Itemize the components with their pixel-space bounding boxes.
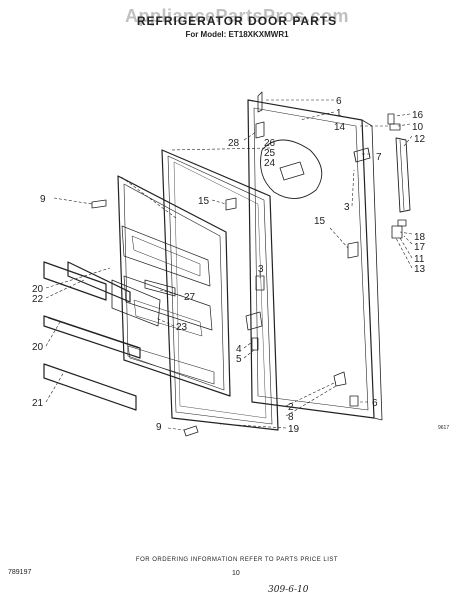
callout-13: 13 (414, 264, 426, 275)
callout-6-bottom: 6 (372, 398, 378, 409)
callout-10: 10 (412, 122, 424, 133)
shelf-20-top (43, 261, 107, 301)
callout-5: 5 (236, 354, 242, 365)
callout-15-right: 15 (314, 216, 326, 227)
callout-8: 8 (288, 412, 294, 423)
callout-22: 22 (32, 294, 44, 305)
callout-3-center: 3 (258, 264, 264, 275)
callout-9-top: 9 (40, 194, 46, 205)
callout-2: 2 (288, 402, 294, 413)
door-gasket (161, 149, 279, 431)
callout-14: 14 (334, 122, 346, 133)
callout-26: 26 (264, 138, 276, 149)
callout-18: 18 (414, 232, 426, 243)
figure-code: 9617 (438, 425, 450, 431)
page-number: 10 (232, 570, 240, 577)
model-subtitle: For Model: ET18XKXMWR1 (185, 30, 289, 39)
callout-12: 12 (414, 134, 426, 145)
callout-20-top: 20 (32, 284, 44, 295)
callout-16: 16 (412, 110, 424, 121)
callout-7: 7 (376, 152, 382, 163)
rack-21 (43, 363, 137, 411)
callout-24: 24 (264, 158, 276, 169)
bin-cover-23 (111, 279, 161, 327)
page-title: REFRIGERATOR DOOR PARTS (136, 14, 338, 28)
callout-27: 27 (184, 292, 196, 303)
ordering-footnote: FOR ORDERING INFORMATION REFER TO PARTS … (135, 557, 339, 563)
hinge-bracket (395, 137, 411, 213)
watermark: AppliancePartsPros.com (124, 6, 350, 26)
handwritten-note: 309-6-10 (268, 585, 309, 595)
callout-19: 19 (288, 424, 300, 435)
callout-1: 1 (336, 108, 342, 119)
callout-15-left: 15 (198, 196, 210, 207)
callout-17: 17 (414, 242, 426, 253)
rack-20-middle (43, 315, 141, 359)
shelf-22 (67, 261, 131, 303)
inner-door-liner (117, 175, 231, 397)
callout-25: 25 (264, 148, 276, 159)
callout-28: 28 (228, 138, 240, 149)
callout-9-bottom: 9 (156, 422, 162, 433)
document-code: 789197 (8, 569, 32, 576)
callout-20-middle: 20 (32, 342, 44, 353)
callout-11: 11 (414, 254, 425, 265)
callout-4: 4 (236, 344, 242, 355)
detail-bubble (260, 139, 323, 199)
callout-6-top: 6 (336, 96, 342, 107)
callout-3-right: 3 (344, 202, 350, 213)
callout-21: 21 (32, 398, 44, 409)
callout-23: 23 (176, 322, 188, 333)
